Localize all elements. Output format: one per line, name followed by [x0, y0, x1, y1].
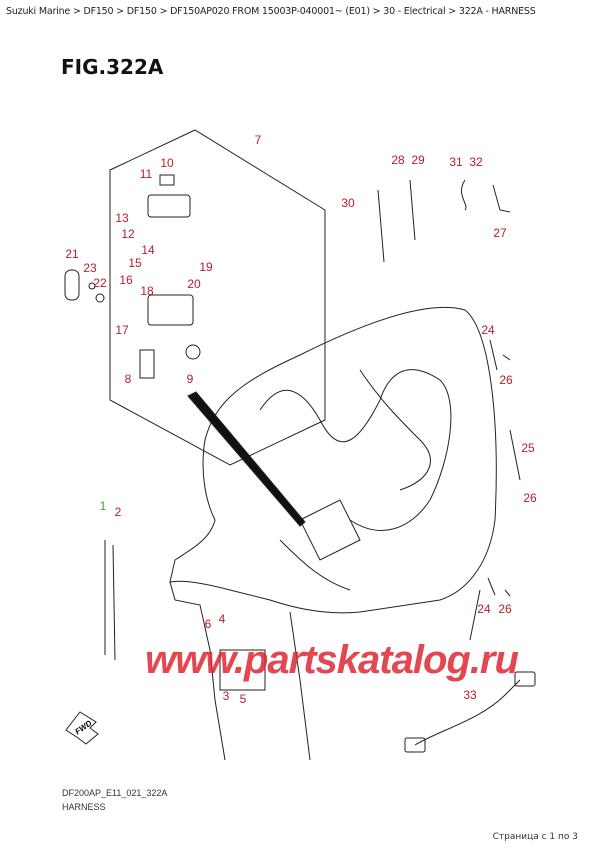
- engine-cowling: [169, 307, 497, 614]
- callout-27[interactable]: 27: [493, 226, 507, 240]
- callout-10[interactable]: 10: [160, 156, 174, 170]
- callout-26c[interactable]: 26: [498, 602, 512, 616]
- callout-24b[interactable]: 24: [477, 602, 491, 616]
- callout-25[interactable]: 25: [521, 441, 535, 455]
- callout-12[interactable]: 12: [121, 227, 135, 241]
- callout-7[interactable]: 7: [254, 133, 262, 147]
- callout-16[interactable]: 16: [119, 273, 133, 287]
- callout-26[interactable]: 26: [499, 373, 513, 387]
- callout-22[interactable]: 22: [93, 276, 107, 290]
- callout-20[interactable]: 20: [187, 277, 201, 291]
- callout-4[interactable]: 4: [218, 612, 226, 626]
- callout-6[interactable]: 6: [204, 617, 212, 631]
- callout-18[interactable]: 18: [140, 284, 154, 298]
- callout-28[interactable]: 28: [391, 153, 405, 167]
- watermark: www.partskatalog.ru: [145, 638, 519, 682]
- callout-30[interactable]: 30: [341, 196, 355, 210]
- callout-31[interactable]: 31: [449, 155, 463, 169]
- breadcrumb[interactable]: Suzuki Marine > DF150 > DF150 > DF150AP0…: [6, 6, 536, 17]
- callout-23[interactable]: 23: [83, 261, 97, 275]
- callout-2[interactable]: 2: [114, 505, 122, 519]
- callout-1[interactable]: 1: [99, 499, 107, 513]
- parts-box: [109, 129, 326, 466]
- pointer-arrow: [187, 391, 306, 527]
- callout-21[interactable]: 21: [65, 247, 79, 261]
- callout-11[interactable]: 11: [139, 167, 153, 181]
- fwd-label: FWD: [73, 718, 93, 736]
- callout-3[interactable]: 3: [222, 689, 230, 703]
- callout-24[interactable]: 24: [481, 323, 495, 337]
- callout-9[interactable]: 9: [186, 372, 194, 386]
- drawing-title: HARNESS: [62, 802, 106, 812]
- callout-14[interactable]: 14: [141, 243, 155, 257]
- figure-title: FIG.322A: [61, 55, 164, 79]
- callout-15[interactable]: 15: [128, 256, 142, 270]
- callout-29[interactable]: 29: [411, 153, 425, 167]
- callout-17[interactable]: 17: [115, 323, 129, 337]
- pagination: Страница с 1 по 3: [492, 832, 578, 842]
- callout-26b[interactable]: 26: [523, 491, 537, 505]
- callout-13[interactable]: 13: [115, 211, 129, 225]
- drawing-code: DF200AP_E11_021_322A: [62, 788, 168, 798]
- callout-19[interactable]: 19: [199, 260, 213, 274]
- callout-32[interactable]: 32: [469, 155, 483, 169]
- fwd-arrow: [65, 711, 99, 745]
- callout-33[interactable]: 33: [463, 688, 477, 702]
- callout-5[interactable]: 5: [239, 692, 247, 706]
- callout-8[interactable]: 8: [124, 372, 132, 386]
